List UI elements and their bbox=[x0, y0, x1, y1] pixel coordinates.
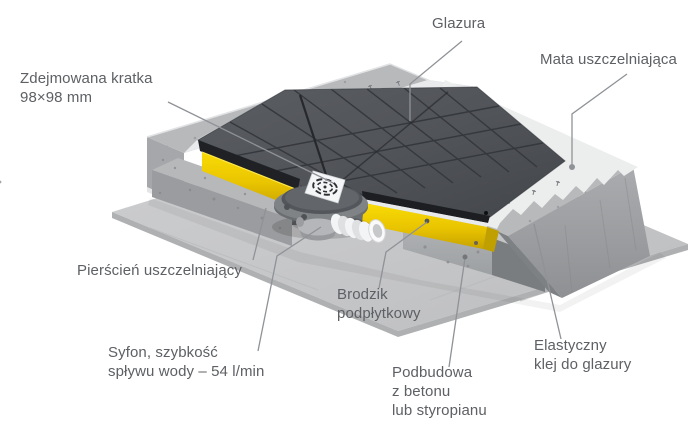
label-line: Elastyczny bbox=[534, 337, 607, 354]
slope-crease-lines bbox=[298, 91, 449, 189]
label-line: lub styropianu bbox=[392, 402, 487, 419]
concrete-left-blocks bbox=[0, 137, 318, 246]
leader-grate bbox=[167, 101, 334, 184]
label-foundation: Podbudowa z betonu lub styropianu bbox=[392, 363, 487, 420]
label-line: Syfon, szybkość bbox=[108, 344, 218, 361]
label-glaze-tiles: Glazura bbox=[432, 14, 485, 33]
tile-surface bbox=[196, 86, 566, 223]
label-sealing-ring: Pierścień uszczelniający bbox=[77, 261, 242, 280]
drain-siphon bbox=[272, 170, 386, 243]
label-line: Mata uszczelniająca bbox=[540, 51, 677, 68]
leader-siphon bbox=[257, 226, 322, 352]
leader-mat bbox=[571, 73, 628, 164]
label-siphon: Syfon, szybkość spływu wody – 54 l/min bbox=[108, 343, 264, 381]
label-line: Pierścień uszczelniający bbox=[77, 262, 242, 279]
drain-pipe bbox=[330, 213, 386, 243]
label-line: Zdejmowana kratka bbox=[20, 70, 153, 87]
label-removable-grate: Zdejmowana kratka 98×98 mm bbox=[20, 69, 153, 107]
leader-adhesive bbox=[533, 223, 562, 340]
label-line: klej do glazury bbox=[534, 356, 632, 373]
label-line: Podbudowa bbox=[392, 364, 473, 381]
label-sealing-mat: Mata uszczelniająca bbox=[540, 50, 677, 69]
label-flexible-adhesive: Elastyczny klej do glazury bbox=[534, 336, 631, 374]
label-line: podpłytkowy bbox=[337, 305, 421, 322]
leader-foundation bbox=[448, 257, 466, 368]
leader-tiles bbox=[409, 40, 463, 121]
label-under-tile-tray: Brodzik podpłytkowy bbox=[337, 285, 421, 323]
label-line: z betonu bbox=[392, 383, 451, 400]
label-line: spływu wody – 54 l/min bbox=[108, 363, 265, 380]
leader-tray bbox=[378, 221, 428, 289]
label-line: Glazura bbox=[432, 15, 486, 32]
shower-tray-yellow bbox=[201, 151, 499, 252]
leader-lines bbox=[167, 40, 628, 368]
label-line: 98×98 mm bbox=[20, 89, 93, 106]
label-line: Brodzik bbox=[337, 286, 388, 303]
leader-ring bbox=[252, 207, 267, 261]
